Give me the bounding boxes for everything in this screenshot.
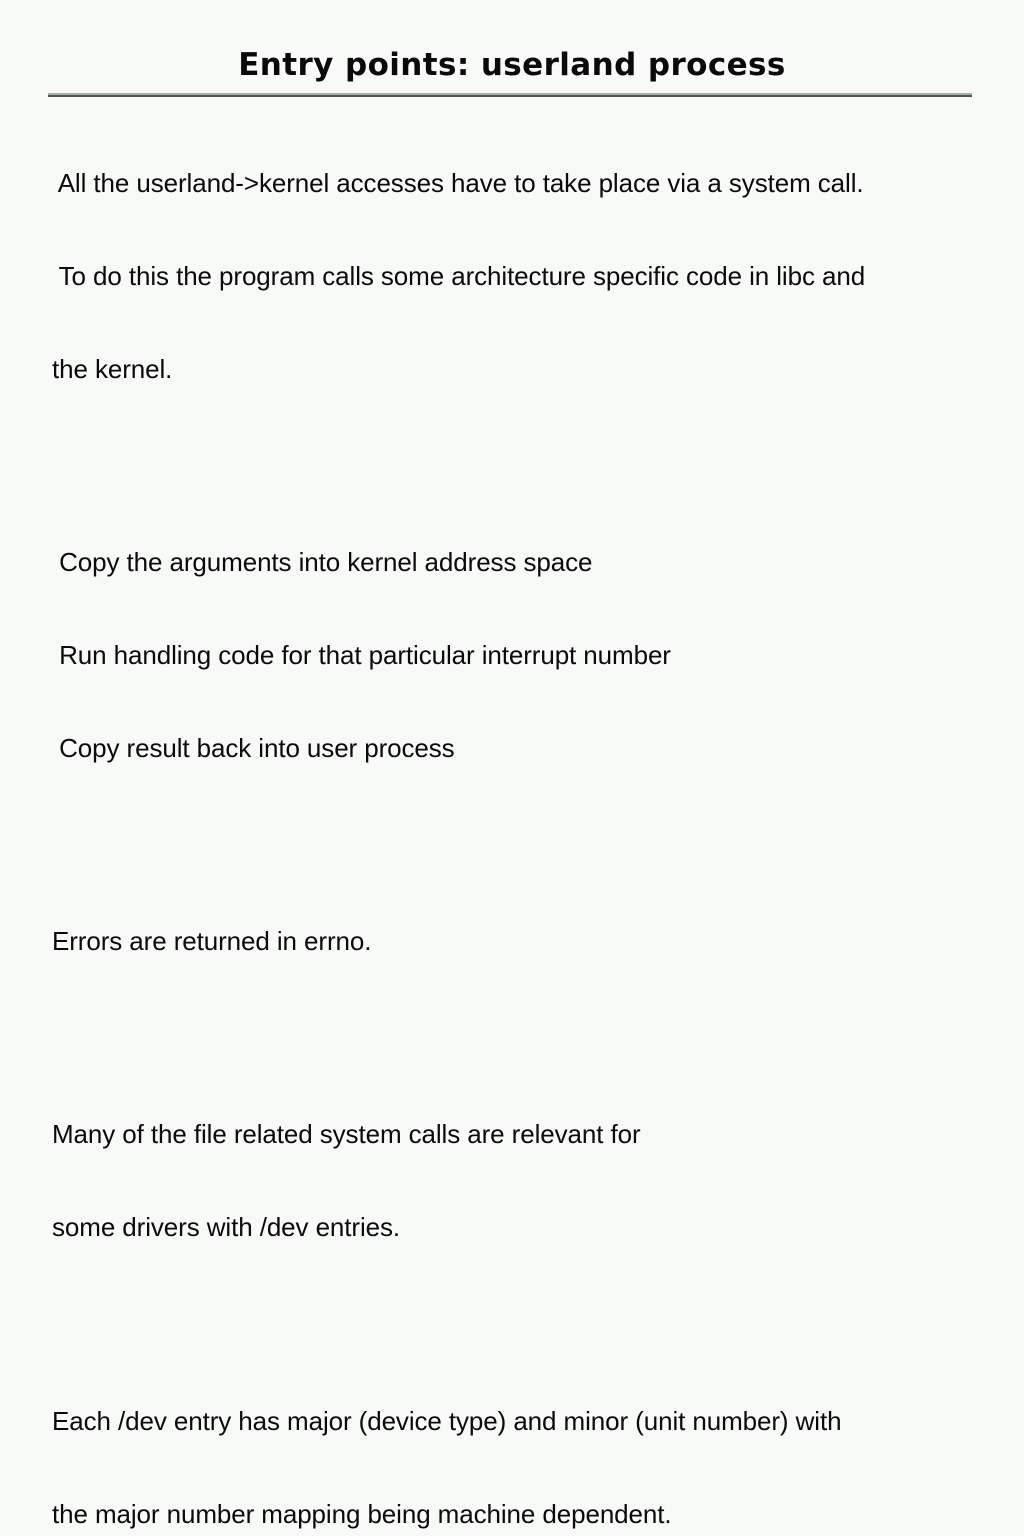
text-line: Errors are returned in errno. [52, 926, 372, 956]
paragraph-syscall-steps: Copy the arguments into kernel address s… [52, 485, 982, 826]
paragraph-dev-major-minor: Each /dev entry has major (device type) … [52, 1344, 982, 1536]
text-line: some drivers with /dev entries. [52, 1212, 401, 1242]
slide: Entry points: userland process All the u… [48, 47, 972, 1529]
text-line: Each /dev entry has major (device type) … [52, 1406, 842, 1436]
text-line: To do this the program calls some archit… [52, 261, 866, 291]
text-line: the major number mapping being machine d… [52, 1499, 672, 1529]
text-line: the kernel. [52, 354, 173, 384]
paragraph-file-syscalls: Many of the file related system calls ar… [52, 1057, 982, 1305]
paragraph-intro: All the userland->kernel accesses have t… [52, 106, 982, 447]
text-line: All the userland->kernel accesses have t… [52, 168, 864, 198]
text-line: Copy result back into user process [52, 733, 455, 763]
paragraph-errors: Errors are returned in errno. [52, 864, 982, 1019]
text-line: Many of the file related system calls ar… [52, 1119, 641, 1149]
text-line: Copy the arguments into kernel address s… [52, 547, 593, 577]
title-divider [48, 93, 972, 97]
page-title: Entry points: userland process [238, 47, 786, 83]
text-line: Run handling code for that particular in… [52, 640, 671, 670]
slide-body: All the userland->kernel accesses have t… [52, 106, 982, 1536]
